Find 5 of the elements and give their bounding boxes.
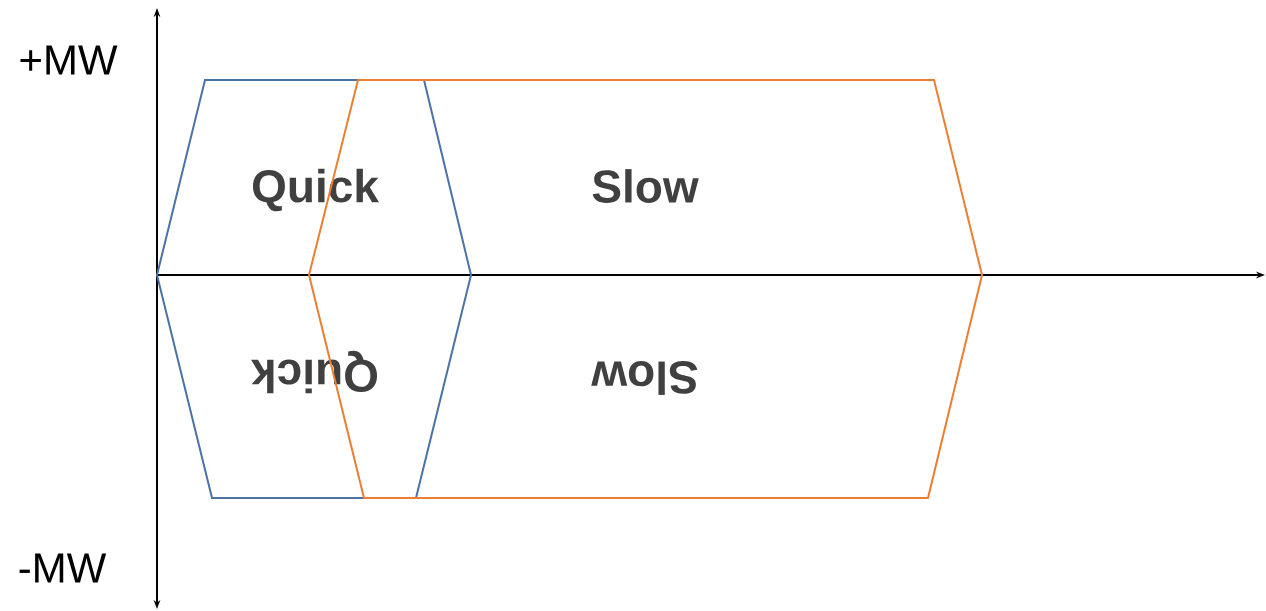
region-label: Quick [251,350,378,394]
axis-label: -MW [19,553,107,583]
region-label: Slow [592,169,699,203]
region-label: Slow [591,361,698,395]
axis-label: +MW [20,45,118,75]
